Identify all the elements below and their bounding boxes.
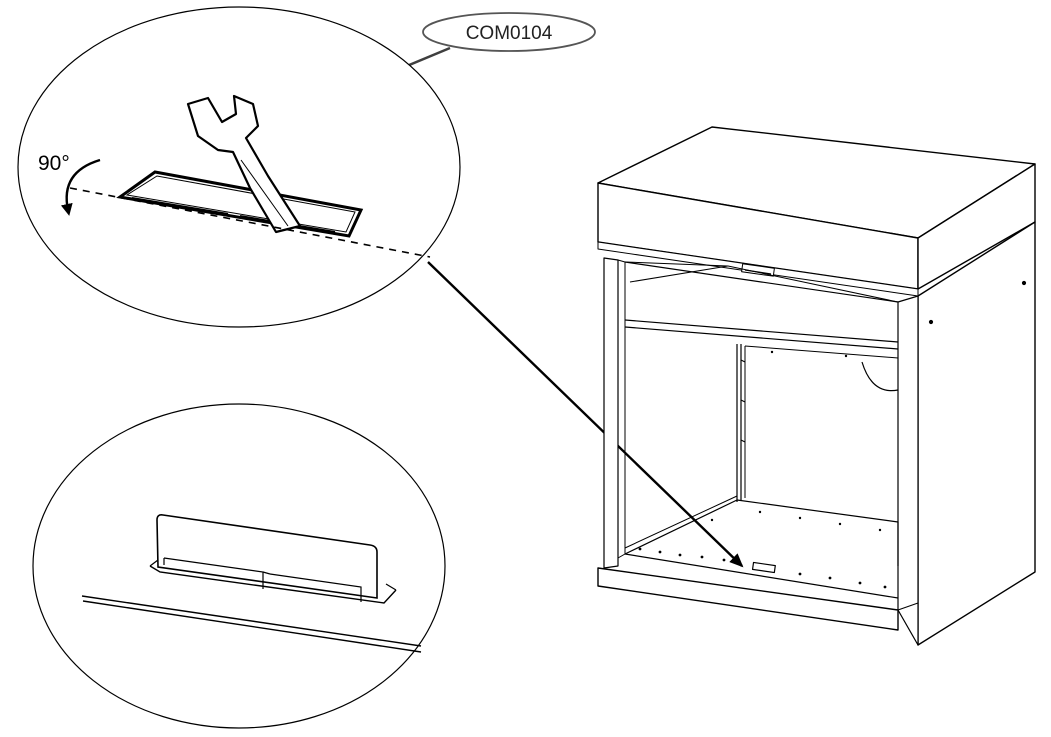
cabinet-side-panel <box>917 221 1036 646</box>
floor-edge-lines <box>81 595 422 653</box>
part-code-callout: COM0104 <box>422 12 596 52</box>
cabinet-illustration <box>597 126 1036 646</box>
detail-view-bottom <box>32 403 446 729</box>
floor-tab-slot <box>751 561 776 574</box>
folded-tab <box>149 514 397 604</box>
part-code-label: COM0104 <box>466 23 553 44</box>
wrench-icon <box>186 94 302 234</box>
detail-leader-arrow <box>427 261 744 568</box>
detail-view-top: 90° <box>17 6 461 328</box>
part-code-ellipse <box>422 12 596 52</box>
rotation-arrow-icon <box>60 158 101 216</box>
floor-screw-holes <box>638 350 887 589</box>
rotation-axis <box>69 187 431 258</box>
cabinet-base-front <box>597 567 899 631</box>
rotation-angle-label: 90° <box>38 152 70 175</box>
